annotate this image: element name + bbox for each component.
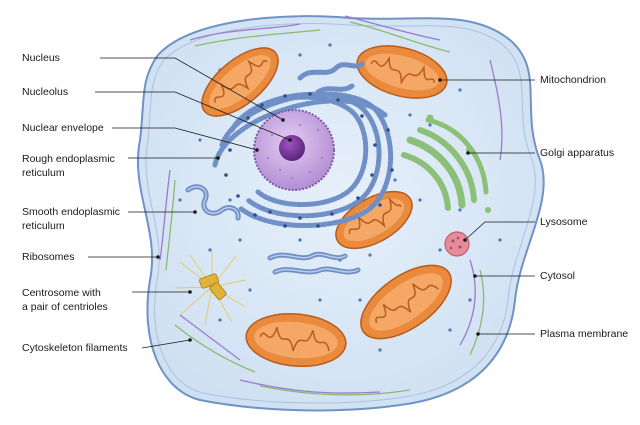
leader-lines <box>88 57 535 349</box>
nucleolus <box>279 135 305 161</box>
label-nuclear-envelope: Nuclear envelope <box>22 122 104 134</box>
label-mitochondrion: Mitochondrion <box>540 74 606 86</box>
label-lysosome: Lysosome <box>540 216 588 228</box>
label-centrosome: Centrosome with a pair of centrioles <box>22 287 108 313</box>
lysosome <box>444 231 470 257</box>
centrioles <box>198 273 227 300</box>
label-golgi: Golgi apparatus <box>540 147 615 159</box>
leader-endpoints <box>156 78 480 342</box>
cytoskeleton-filaments <box>159 15 503 396</box>
label-plasma-membrane: Plasma membrane <box>540 328 629 340</box>
label-smooth-er: Smooth endoplasmic reticulum <box>22 206 121 232</box>
label-nucleolus: Nucleolus <box>22 86 69 98</box>
membrane-inner-line <box>145 23 536 404</box>
label-cytoskeleton: Cytoskeleton filaments <box>22 342 128 354</box>
nucleus <box>253 109 335 191</box>
label-nucleus: Nucleus <box>22 52 60 64</box>
plasma-membrane <box>136 15 545 412</box>
label-cytosol: Cytosol <box>540 270 576 282</box>
label-ribosomes: Ribosomes <box>22 251 75 263</box>
centrosome <box>174 250 247 326</box>
golgi-apparatus <box>401 114 491 213</box>
label-rough-er: Rough endoplasmic reticulum <box>22 153 115 179</box>
mitochondria <box>201 45 452 368</box>
smooth-er-highlight <box>187 186 359 273</box>
rough-er-ribosomes <box>224 92 394 228</box>
